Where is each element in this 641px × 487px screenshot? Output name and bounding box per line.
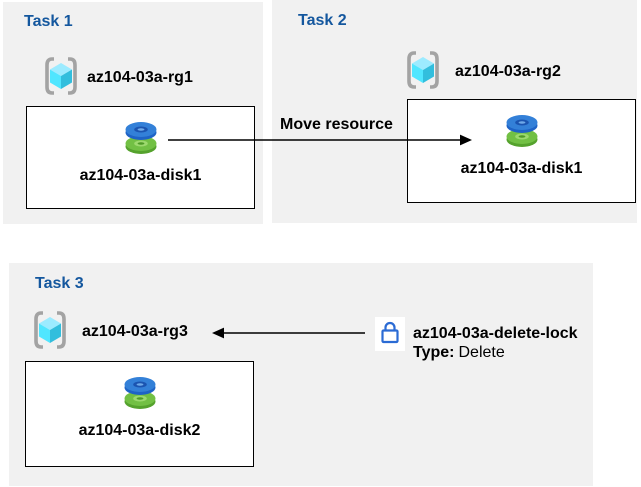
resource-group-icon: [42, 55, 80, 102]
task2-title: Task 2: [298, 12, 347, 29]
task2-resource-group-label: az104-03a-rg2: [455, 63, 561, 80]
task3-resource-group: az104-03a-rg3: [31, 310, 188, 352]
task2-disk-box: az104-03a-disk1: [407, 99, 636, 203]
resource-group-icon: [31, 309, 69, 356]
task1-disk-label: az104-03a-disk1: [79, 167, 202, 184]
task1-resource-group-label: az104-03a-rg1: [87, 69, 193, 86]
move-resource-label: Move resource: [280, 116, 393, 133]
lock-type-value: Delete: [458, 344, 505, 361]
task3-title: Task 3: [35, 275, 84, 292]
disk-icon: [120, 375, 160, 416]
lock-name-label: az104-03a-delete-lock: [413, 325, 578, 342]
task1-resource-group: az104-03a-rg1: [42, 55, 193, 102]
task3-disk-box: az104-03a-disk2: [25, 361, 254, 467]
disk-icon: [121, 120, 161, 161]
lock-text-block: az104-03a-delete-lock Type:Delete: [413, 324, 578, 362]
task2-disk-label: az104-03a-disk1: [460, 160, 583, 177]
task3-disk-label: az104-03a-disk2: [78, 422, 201, 439]
task1-disk-box: az104-03a-disk1: [26, 106, 255, 209]
lock-type-label: Type:: [413, 344, 455, 361]
task3-resource-group-label: az104-03a-rg3: [82, 323, 188, 340]
disk-icon: [502, 113, 542, 154]
resource-group-icon: [404, 49, 442, 96]
task2-resource-group: az104-03a-rg2: [404, 50, 561, 92]
task1-title: Task 1: [24, 13, 73, 30]
lock-type-line: Type:Delete: [413, 343, 578, 362]
lock-icon: [379, 319, 401, 350]
lock-chip: [375, 317, 405, 351]
